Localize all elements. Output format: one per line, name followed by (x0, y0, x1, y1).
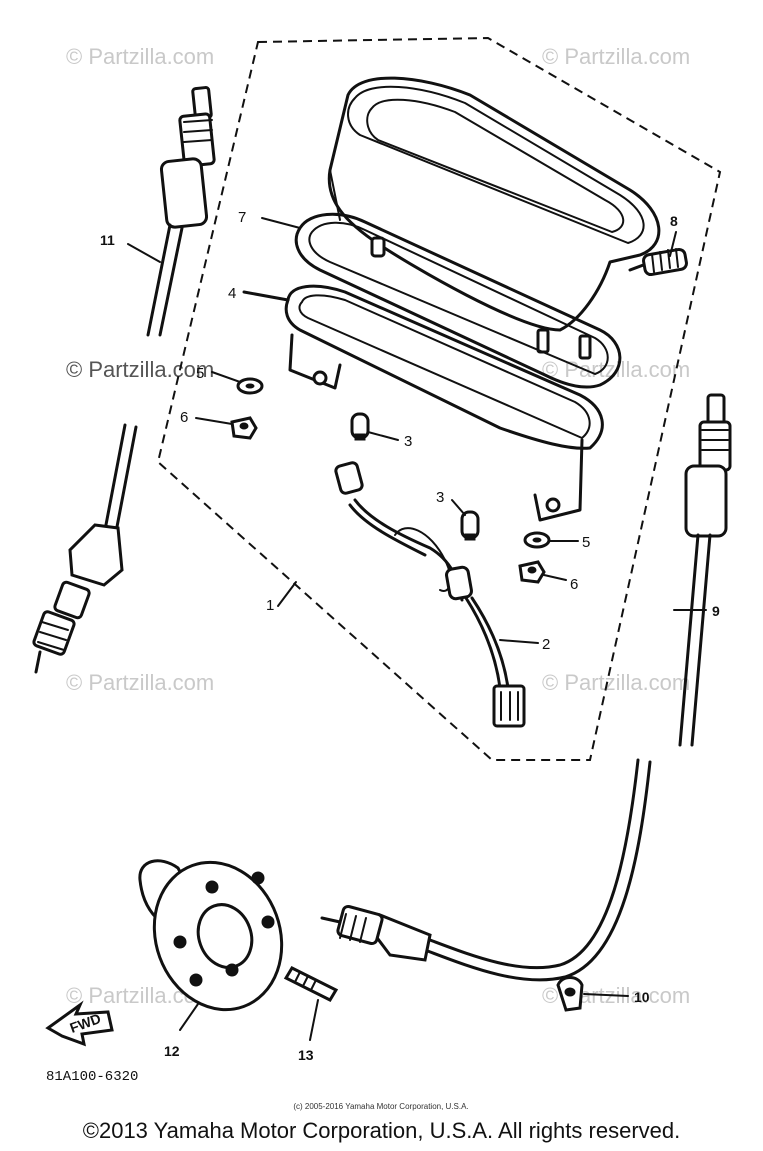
callout-5-left: 5 (196, 365, 204, 382)
leader-4 (242, 290, 290, 302)
leader-2 (499, 639, 539, 644)
small-copyright: (c) 2005-2016 Yamaha Motor Corporation, … (293, 1102, 468, 1111)
leader-1 (277, 581, 297, 607)
leader-8 (669, 231, 677, 257)
meter-gear-unit (138, 859, 284, 1012)
meter-housing (327, 76, 661, 360)
leader-12 (179, 1003, 199, 1031)
leader-3b (451, 499, 466, 516)
leader-3a (367, 431, 399, 441)
reset-knob (628, 247, 688, 277)
nut-left (230, 416, 258, 440)
meter-gasket (294, 212, 622, 389)
copyright-notice: ©2013 Yamaha Motor Corporation, U.S.A. A… (82, 1118, 681, 1143)
callout-1: 1 (266, 597, 274, 614)
speedometer-cable (32, 86, 216, 674)
callout-5-right: 5 (582, 534, 590, 551)
callout-3-lower: 3 (436, 489, 444, 506)
callout-6-left: 6 (180, 409, 188, 426)
meter-bracket (284, 284, 604, 522)
callout-8: 8 (670, 213, 678, 229)
leader-13 (309, 999, 319, 1041)
callout-10: 10 (634, 989, 650, 1005)
bulb-lower (460, 510, 480, 541)
callout-3-upper: 3 (404, 433, 412, 450)
drive-pin (283, 966, 339, 1002)
washer-left (236, 377, 264, 395)
cable-clamp (556, 976, 584, 1012)
fwd-arrow: FWD (45, 1000, 114, 1047)
callout-7: 7 (238, 209, 246, 226)
callout-6-right: 6 (570, 576, 578, 593)
diagram-code: 81A100-6320 (46, 1069, 138, 1085)
callout-11: 11 (100, 232, 115, 248)
washer-right (523, 531, 551, 549)
tachometer-cable (320, 393, 732, 982)
callout-12: 12 (164, 1043, 180, 1059)
leader-6b (543, 574, 567, 581)
wire-harness (334, 461, 526, 728)
bulb-upper (350, 412, 370, 441)
watermark-lower-right: © Partzilla.com (542, 670, 690, 695)
callout-13: 13 (298, 1047, 314, 1063)
watermark-top-left: © Partzilla.com (66, 44, 214, 69)
watermark-mid-left: © Partzilla.com (66, 357, 214, 382)
callout-2: 2 (542, 636, 550, 653)
watermark-lower-left: © Partzilla.com (66, 670, 214, 695)
leader-7 (261, 217, 301, 229)
leader-5a (211, 371, 241, 383)
nut-right (518, 560, 546, 584)
watermark-top-right: © Partzilla.com (542, 44, 690, 69)
leader-6a (195, 417, 233, 425)
callout-4: 4 (228, 285, 236, 302)
leader-11 (127, 243, 161, 263)
meter-assembly-boundary (156, 36, 722, 761)
callout-9: 9 (712, 603, 720, 619)
leader-10 (583, 993, 629, 997)
